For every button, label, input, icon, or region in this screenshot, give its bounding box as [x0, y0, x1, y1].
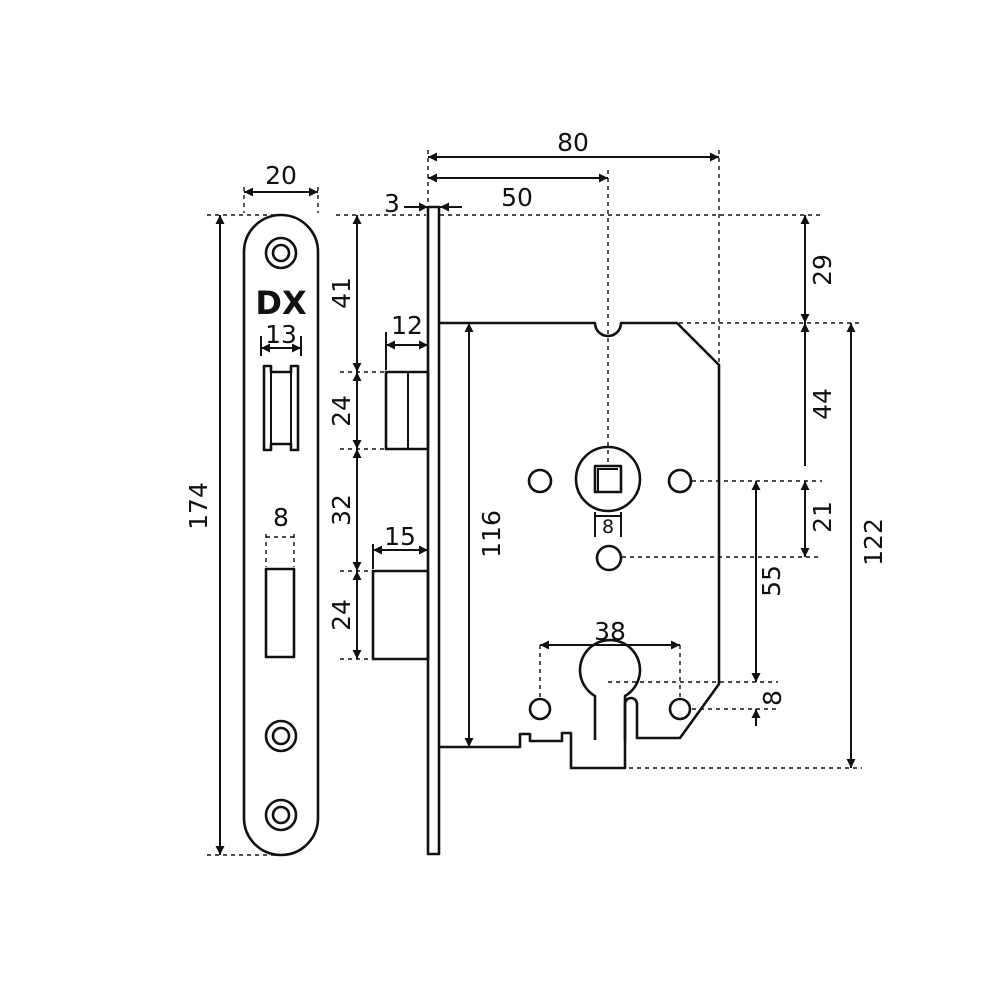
case-outline: [439, 321, 721, 770]
cylinder-hole: [578, 638, 642, 740]
case-height-label: 116: [477, 510, 506, 558]
case-hole-left: [527, 468, 553, 494]
latch-to-bolt-label: 32: [327, 494, 356, 526]
side-profile: [371, 205, 441, 856]
body-depth-label: 80: [557, 128, 589, 157]
latch-slot-width-label: 13: [265, 320, 297, 349]
total-height-label: 122: [859, 518, 888, 566]
bolt-slot-width-label: 8: [273, 503, 289, 532]
plate-thickness-label: 3: [384, 189, 400, 218]
top-to-latch-label: 41: [327, 277, 356, 309]
screw-hole-top: [264, 236, 298, 270]
spindle-square-label: 8: [602, 516, 614, 538]
faceplate-dimensions: 20 13 8 174: [184, 161, 319, 856]
latch-height-label: 24: [327, 395, 356, 427]
cylinder-offset-label: 8: [758, 690, 787, 706]
faceplate: DX: [242, 213, 320, 857]
faceplate-height-label: 174: [184, 482, 213, 530]
profile-dimensions: 3 80 50 12 15 41 24 32 24: [327, 128, 720, 660]
faceplate-outline: [242, 213, 320, 857]
bolt-slot: [264, 567, 296, 659]
screw-hole-middle: [264, 719, 298, 753]
case-dimensions: 116 8 38 29 44 21 55 8 122: [440, 214, 888, 769]
center-distance-label: 55: [757, 565, 786, 597]
bolt-projection-label: 15: [384, 522, 416, 551]
case-hole-right: [667, 468, 693, 494]
latch-slot: [262, 364, 300, 452]
lock-case: [439, 321, 721, 770]
dead-bolt: [371, 569, 430, 661]
screw-hole-bottom-right: [668, 697, 692, 721]
screw-hole-bottom: [264, 798, 298, 832]
cylinder-width-label: 38: [594, 617, 626, 646]
lower-hole: [595, 544, 623, 572]
forend-plate: [426, 205, 441, 856]
faceplate-width-label: 20: [265, 161, 297, 190]
follower-hub: [574, 445, 642, 513]
case-top-to-follower-label: 44: [808, 388, 837, 420]
bolt-height-label: 24: [327, 599, 356, 631]
brand-logo: DX: [255, 284, 307, 322]
follower-to-hole-label: 21: [808, 501, 837, 533]
backset-label: 50: [501, 183, 533, 212]
top-offset-label: 29: [808, 254, 837, 286]
screw-hole-bottom-left: [528, 697, 552, 721]
latch-projection-label: 12: [391, 311, 423, 340]
